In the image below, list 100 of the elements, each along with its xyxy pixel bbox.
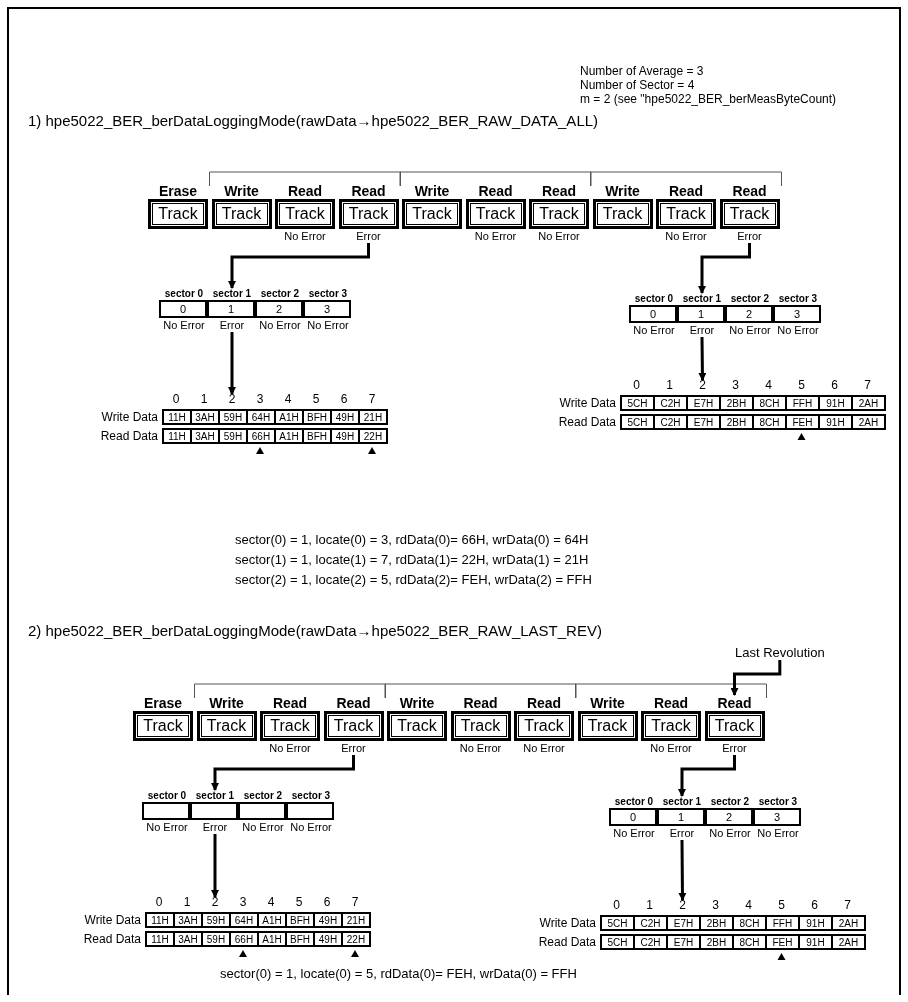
column-index: 4: [266, 895, 276, 909]
column-index: 0: [171, 392, 181, 406]
data-cell: 59H: [201, 912, 231, 928]
data-cell: 2BH: [699, 915, 734, 931]
column-index: 7: [863, 378, 872, 392]
data-cell: 5CH: [620, 395, 655, 411]
operation-label: Erase: [143, 695, 183, 711]
status-label: Error: [356, 229, 381, 243]
column-index: 3: [255, 392, 265, 406]
sector-label: sector 2: [260, 288, 300, 300]
status-label: No Error: [709, 826, 751, 840]
sector-label: sector 2: [730, 293, 770, 305]
section-heading: 2) hpe5022_BER_berDataLoggingMode(rawData→hpe5022_BER_RAW_LAST_REV): [28, 622, 602, 639]
data-cell: 66H: [229, 931, 259, 947]
track-box: Track: [133, 711, 193, 741]
data-cell: 5CH: [620, 414, 655, 430]
operation-label: Write: [605, 183, 640, 199]
sector-cell: 1: [207, 300, 255, 318]
status-label: No Error: [538, 229, 580, 243]
status-label: No Error: [459, 741, 502, 755]
data-cell: 59H: [218, 409, 248, 425]
sector-label: sector 3: [758, 796, 798, 808]
row-label: Read Data: [82, 931, 141, 947]
column-index: 4: [283, 392, 293, 406]
note-text: sector(1) = 1, locate(1) = 7, rdData(1)= 22H, wrData(1) = 21H: [235, 552, 589, 567]
data-cell: 8CH: [752, 414, 787, 430]
operation-label: Read: [668, 183, 704, 199]
row-label: Write Data: [100, 409, 158, 425]
track-box: Track: [387, 711, 447, 741]
status-label: No Error: [284, 229, 326, 243]
sector-cell: 2: [705, 808, 753, 826]
data-cell: FEH: [785, 414, 820, 430]
data-cell: 91H: [818, 414, 853, 430]
data-cell: 3AH: [173, 912, 203, 928]
operation-label: Read: [336, 695, 371, 711]
sector-label: sector 1: [662, 796, 702, 808]
operation-label: Read: [287, 183, 323, 199]
data-cell: 49H: [330, 428, 360, 444]
status-label: No Error: [613, 826, 655, 840]
column-index: 5: [294, 895, 304, 909]
note-text: sector(2) = 1, locate(2) = 5, rdData(2)= FEH, wrData(2) = FFH: [235, 572, 592, 587]
row-label: Read Data: [99, 428, 158, 444]
data-cell: BFH: [302, 428, 332, 444]
data-cell: FFH: [785, 395, 820, 411]
arrow: [228, 243, 370, 289]
sector-cell: 1: [657, 808, 705, 826]
data-cell: C2H: [653, 395, 688, 411]
sector-cell: 3: [753, 808, 801, 826]
data-cell: 3AH: [190, 409, 220, 425]
note-text: sector(0) = 1, locate(0) = 3, rdData(0)= 66H, wrData(0) = 64H: [235, 532, 589, 547]
data-cell: 21H: [341, 912, 371, 928]
column-index: 2: [210, 895, 220, 909]
data-cell: 5CH: [600, 915, 635, 931]
operation-label: Read: [526, 695, 562, 711]
row-label: Write Data: [538, 915, 596, 931]
status-label: No Error: [242, 820, 284, 834]
column-index: 0: [154, 895, 164, 909]
data-cell: E7H: [686, 414, 721, 430]
sector-cell: 2: [725, 305, 773, 323]
operation-label: Read: [478, 183, 513, 199]
track-box: Track: [338, 199, 399, 229]
track-box: Track: [148, 199, 208, 229]
operation-label: Erase: [158, 183, 198, 199]
data-cell: 11H: [162, 409, 192, 425]
data-cell: 3AH: [190, 428, 220, 444]
status-label: Error: [219, 318, 245, 332]
data-cell: 8CH: [732, 934, 767, 950]
arrow: [678, 840, 687, 901]
column-index: 1: [182, 895, 192, 909]
data-cell: 5CH: [600, 934, 635, 950]
data-cell: 8CH: [752, 395, 787, 411]
row-label: Write Data: [558, 395, 616, 411]
arrow: [211, 755, 355, 791]
data-cell: A1H: [257, 912, 287, 928]
status-label: Error: [689, 323, 715, 337]
data-cell: BFH: [302, 409, 332, 425]
status-label: Error: [341, 741, 366, 755]
row-label: Read Data: [557, 414, 616, 430]
data-cell: 3AH: [173, 931, 203, 947]
data-cell: 2BH: [699, 934, 734, 950]
data-cell: 2BH: [719, 414, 754, 430]
column-index: 6: [810, 898, 819, 912]
note-text: m = 2 (see "hpe5022_BER_berMeasByteCount): [580, 92, 837, 106]
column-index: 1: [665, 378, 674, 392]
data-cell: 91H: [818, 395, 853, 411]
data-cell: 2AH: [851, 395, 886, 411]
status-label: No Error: [757, 826, 799, 840]
operation-label: Write: [399, 695, 435, 711]
status-label: No Error: [474, 229, 517, 243]
arrow: [698, 337, 707, 381]
column-index: 3: [731, 378, 740, 392]
track-box: Track: [260, 711, 320, 741]
operation-label: Read: [351, 183, 386, 199]
track-box: Track: [450, 711, 511, 741]
data-cell: BFH: [285, 931, 315, 947]
column-index: 4: [764, 378, 773, 392]
operation-label: Write: [224, 183, 259, 199]
sector-label: sector 0: [147, 790, 187, 802]
track-box: Track: [592, 199, 653, 229]
sector-cell: 3: [303, 300, 351, 318]
